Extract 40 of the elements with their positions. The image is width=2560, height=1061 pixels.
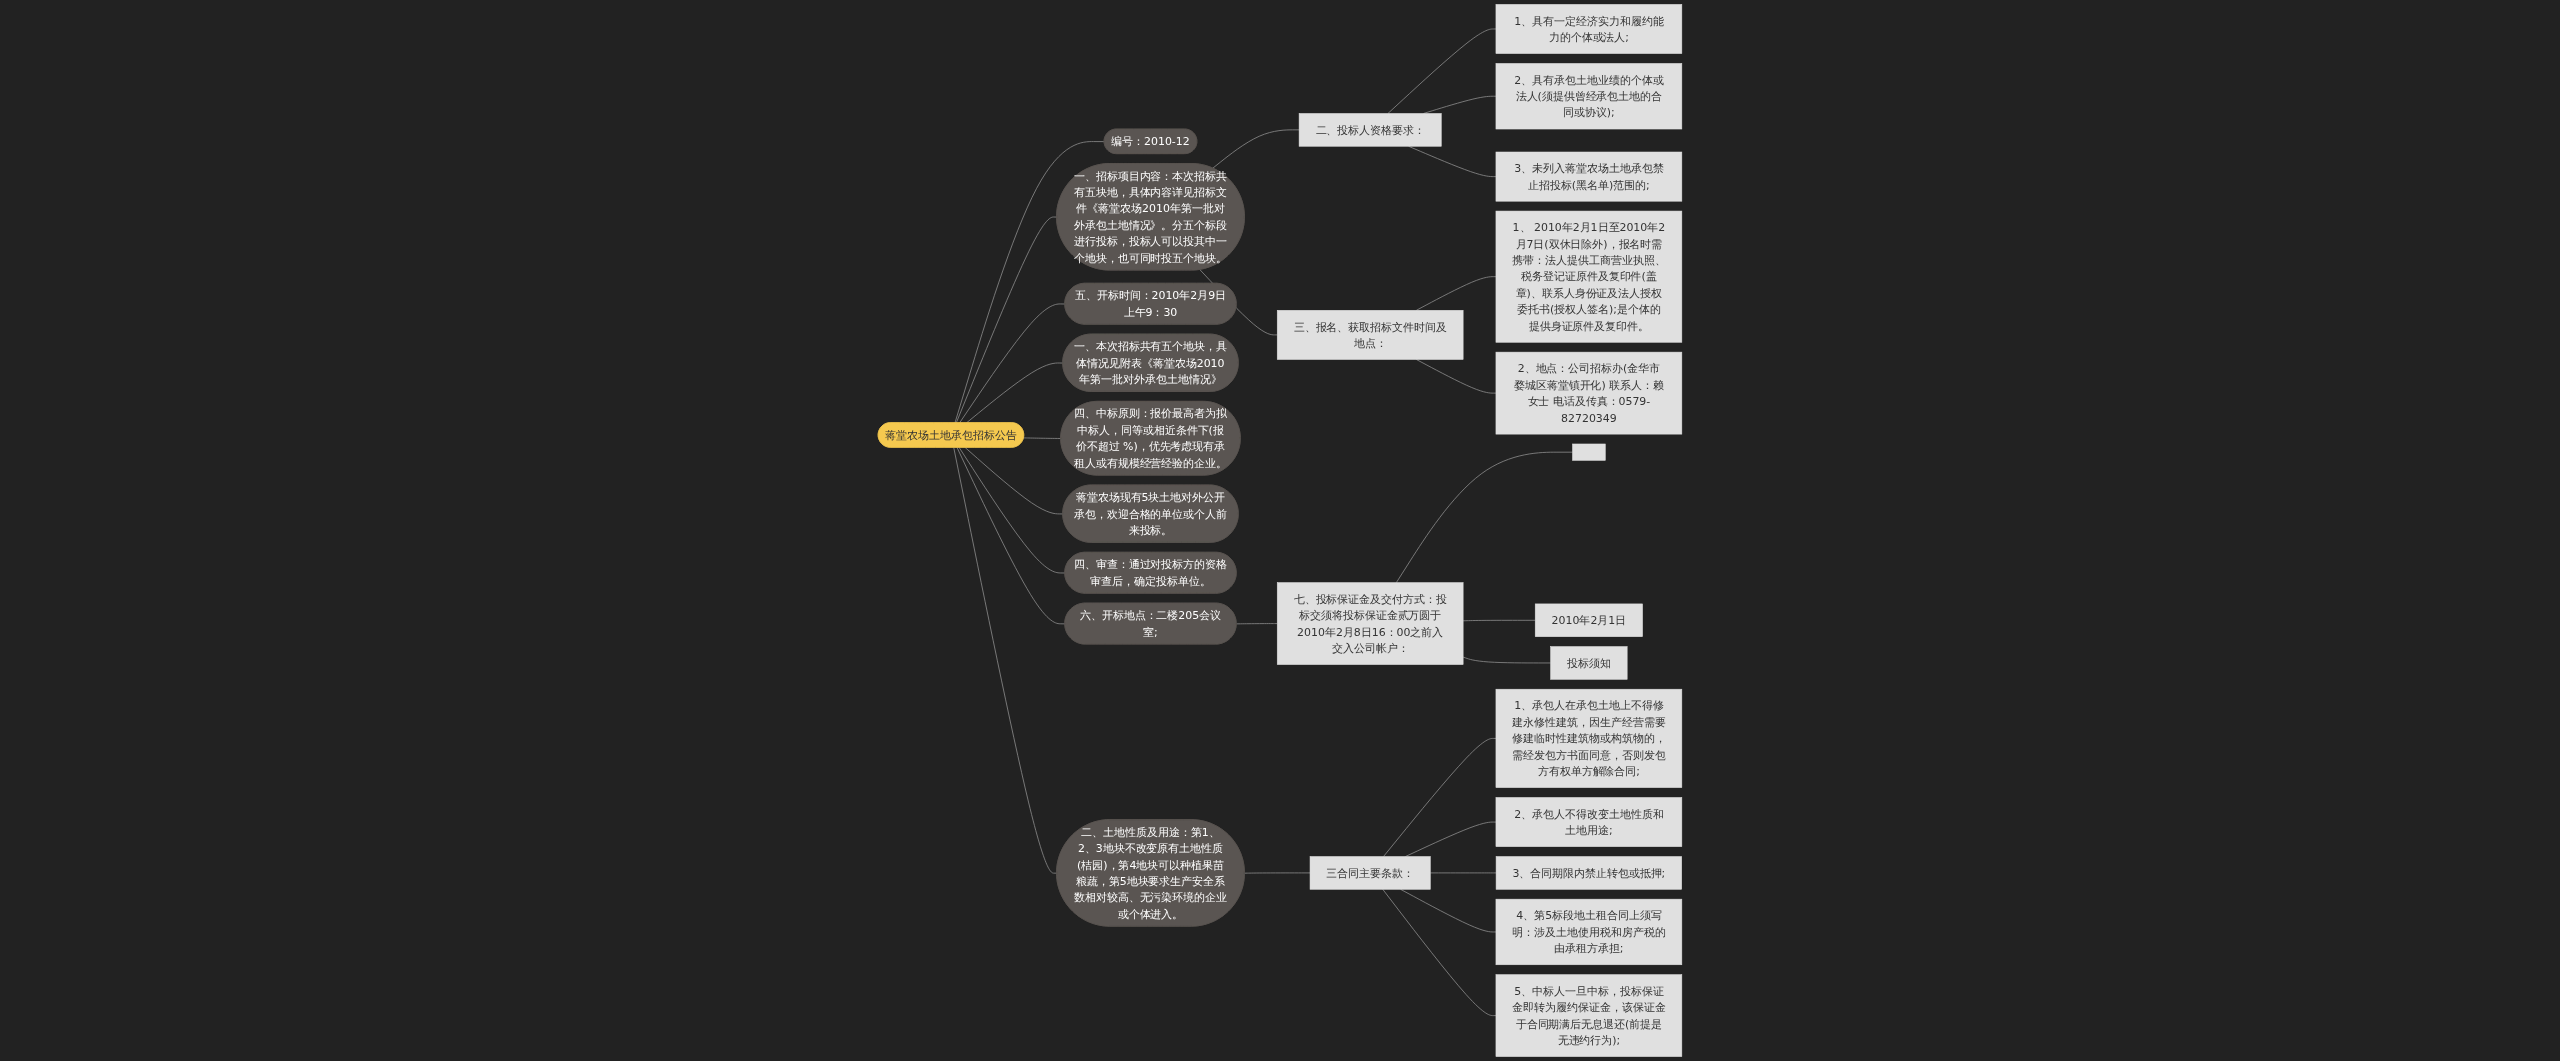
connector xyxy=(1212,129,1300,169)
connector xyxy=(1382,888,1497,1017)
connector xyxy=(1462,656,1552,664)
connector xyxy=(1023,437,1062,439)
connector xyxy=(956,447,1066,625)
connector xyxy=(955,216,1058,424)
connector xyxy=(1416,359,1497,394)
node-box: 二、投标人资格要求： xyxy=(1298,113,1442,147)
node-box: 2、地点：公司招标办(金华市婺城区蒋堂镇开化) 联系人：赖女士 电话及传真：0579-82720349 xyxy=(1495,351,1683,435)
connector xyxy=(959,303,1066,424)
node-box: 1、承包人在承包土地上不得修建永修性建筑，因生产经营需要修建临时性建筑物或构筑物的，需经发包方书面同意，否则发包方有权单方解除合同; xyxy=(1495,688,1683,788)
connector xyxy=(954,141,1105,424)
node-box: 三合同主要条款： xyxy=(1309,856,1431,890)
node-box: 七、投标保证金及交付方式：投标交须将投标保证金贰万圆于2010年2月8日16：00之前入交入公司帐户： xyxy=(1276,582,1464,665)
connector xyxy=(1462,619,1536,622)
node-box: 三、报名、获取招标文件时间及地点： xyxy=(1276,310,1464,360)
node-box: 1、 2010年2月1日至2010年2月7日(双休日除外)，报名时需携带：法人提供工商营业执照、税务登记证原件及复印件(盖章)、联系人身份证及法人授权委托书(授权人签名);是个体的提供身证原件及复印件。 xyxy=(1495,210,1683,343)
node-box: 3、合同期限内禁止转包或抵押; xyxy=(1495,856,1682,890)
node-box xyxy=(1572,443,1606,461)
connector xyxy=(1236,623,1278,625)
node-box: 4、第5标段地土租合同上须写明：涉及土地使用税和房产税的由承租方承担; xyxy=(1495,898,1683,966)
node-box: 投标须知 xyxy=(1550,646,1628,680)
node-box: 2、承包人不得改变土地性质和土地用途; xyxy=(1495,797,1683,847)
connector xyxy=(1395,451,1573,583)
node-box: 1、具有一定经济实力和履约能力的个体或法人; xyxy=(1495,4,1683,54)
connector xyxy=(964,447,1064,515)
node-box: 3、未列入蒋堂农场土地承包禁止招投标(黑名单)范围的; xyxy=(1495,151,1683,202)
node-box: 2、具有承包土地业绩的个体或法人(须提供曾经承包土地的合同或协议); xyxy=(1495,63,1683,130)
connector xyxy=(1429,872,1497,874)
node-box: 5、中标人一旦中标，投标保证金即转为履约保证金，该保证金于合同期满后无息退还(前提是无违约行为); xyxy=(1495,974,1683,1057)
connector xyxy=(1244,872,1311,874)
connector xyxy=(1405,821,1497,857)
connector xyxy=(958,447,1066,574)
connector xyxy=(1387,28,1497,114)
connector xyxy=(966,362,1064,424)
connector xyxy=(1383,738,1497,857)
node-box: 2010年2月1日 xyxy=(1534,603,1643,637)
connector xyxy=(1400,888,1497,933)
connector xyxy=(953,447,1058,874)
connector xyxy=(1416,276,1497,311)
